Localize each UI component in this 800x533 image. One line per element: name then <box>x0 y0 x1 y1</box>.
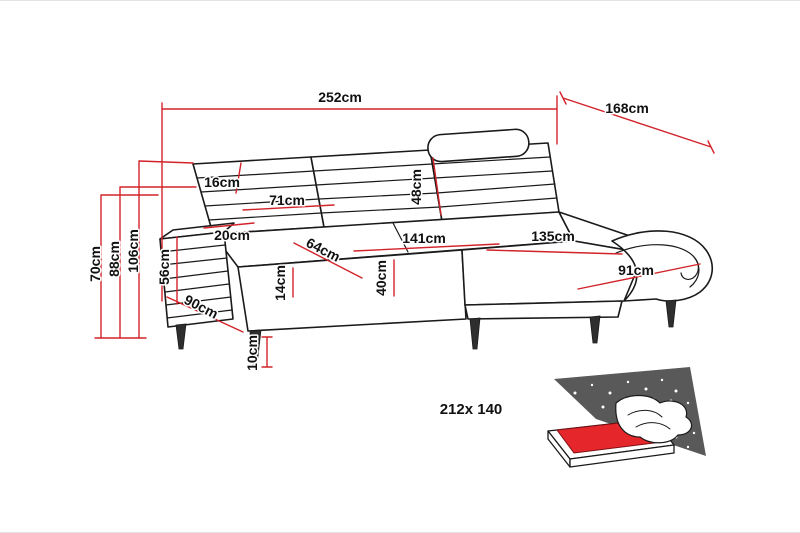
dim-label-70: 70cm <box>87 246 103 282</box>
dim-label-20: 20cm <box>214 227 250 243</box>
dim-line-10 <box>261 336 273 368</box>
leg-front-middle <box>469 317 481 350</box>
seat-seam <box>392 222 409 253</box>
dim-line-70 <box>100 194 159 339</box>
back-cushion-stitching <box>196 156 558 221</box>
rolled-armrest <box>611 230 713 302</box>
sofa-drawing <box>159 128 713 366</box>
seat-front-band <box>237 249 467 332</box>
chaise-front-band <box>464 300 623 320</box>
dim-line-16 <box>235 162 242 194</box>
sofa-legs <box>175 299 677 366</box>
dim-label-10: 10cm <box>244 335 260 371</box>
dim-label-71: 71cm <box>269 192 305 208</box>
dim-label-16: 16cm <box>204 174 240 190</box>
leg-chaise-left <box>589 315 601 344</box>
dim-line-48 <box>432 157 442 216</box>
dim-line-90 <box>166 296 244 333</box>
bed-duvet <box>615 394 693 444</box>
leg-rear-left <box>175 323 187 350</box>
dim-label-141: 141cm <box>402 230 446 246</box>
dim-label-252: 252cm <box>318 89 362 105</box>
dimension-lines <box>94 91 715 368</box>
dim-label-135: 135cm <box>531 228 575 244</box>
dim-label-48: 48cm <box>408 169 424 205</box>
dim-label-14: 14cm <box>272 265 288 301</box>
leg-chaise-right <box>665 299 677 328</box>
rolled-armrest-cap <box>680 256 699 280</box>
dim-label-40: 40cm <box>373 260 389 296</box>
dim-line-64 <box>293 242 363 279</box>
dim-line-88 <box>119 186 197 339</box>
headrest-pillow <box>427 128 530 163</box>
bed-size-label: 212x 140 <box>440 401 503 418</box>
dim-line-20 <box>203 222 255 229</box>
leg-front-left <box>249 329 262 366</box>
sleeper-bed-icon: 212x 140 <box>438 367 706 468</box>
dim-line-168 <box>559 91 715 154</box>
bed-base-side-front <box>569 444 675 468</box>
dim-label-168: 168cm <box>605 100 649 116</box>
dim-label-88: 88cm <box>106 241 122 277</box>
dim-line-135 <box>486 249 623 255</box>
dim-line-91 <box>577 263 701 290</box>
dim-label-106: 106cm <box>125 229 141 273</box>
dim-line-141 <box>353 243 500 252</box>
dim-line-106 <box>138 160 194 339</box>
dim-line-252 <box>161 95 558 302</box>
dim-label-91: 91cm <box>618 262 654 278</box>
dim-label-56: 56cm <box>156 249 172 285</box>
dim-line-71 <box>242 204 335 211</box>
bed-duvet-folds <box>627 409 671 430</box>
